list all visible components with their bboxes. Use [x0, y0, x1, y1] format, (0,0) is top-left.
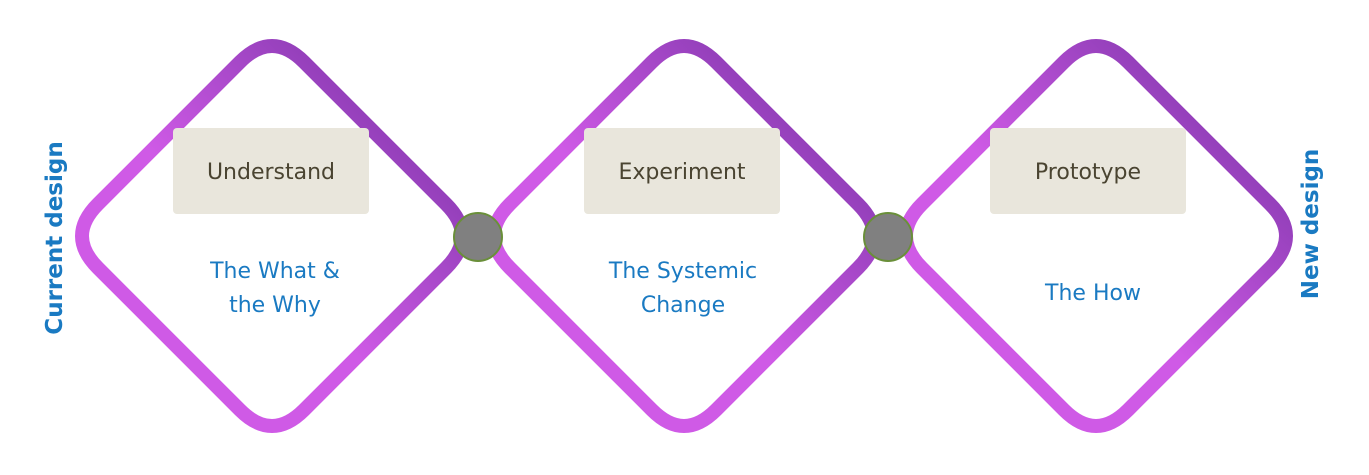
stage-description-line-2: Change — [641, 293, 725, 318]
stage-description-line-1: The How — [1044, 281, 1141, 306]
diamond-outline — [75, 39, 469, 433]
stage-experiment: Experiment The Systemic Change — [487, 39, 881, 433]
stage-label: Prototype — [1035, 160, 1141, 185]
stage-description-line-2: the Why — [229, 293, 321, 318]
stage-label-box — [173, 128, 369, 214]
connector-node-2 — [863, 212, 913, 262]
stage-description-line-1: The What & — [209, 259, 340, 284]
stage-description-line-1: The Systemic — [608, 259, 757, 284]
current-design-label: Current design — [42, 141, 68, 334]
stage-prototype: Prototype The How — [899, 39, 1293, 433]
connector-node-1 — [453, 212, 503, 262]
stage-understand: Understand The What & the Why — [75, 39, 469, 433]
diamond-outline — [899, 39, 1293, 433]
stage-label-box — [990, 128, 1186, 214]
stage-label: Understand — [207, 160, 335, 185]
stage-label: Experiment — [618, 160, 745, 185]
stage-label-box — [584, 128, 780, 214]
diamond-outline — [487, 39, 881, 433]
new-design-label: New design — [1298, 149, 1324, 300]
